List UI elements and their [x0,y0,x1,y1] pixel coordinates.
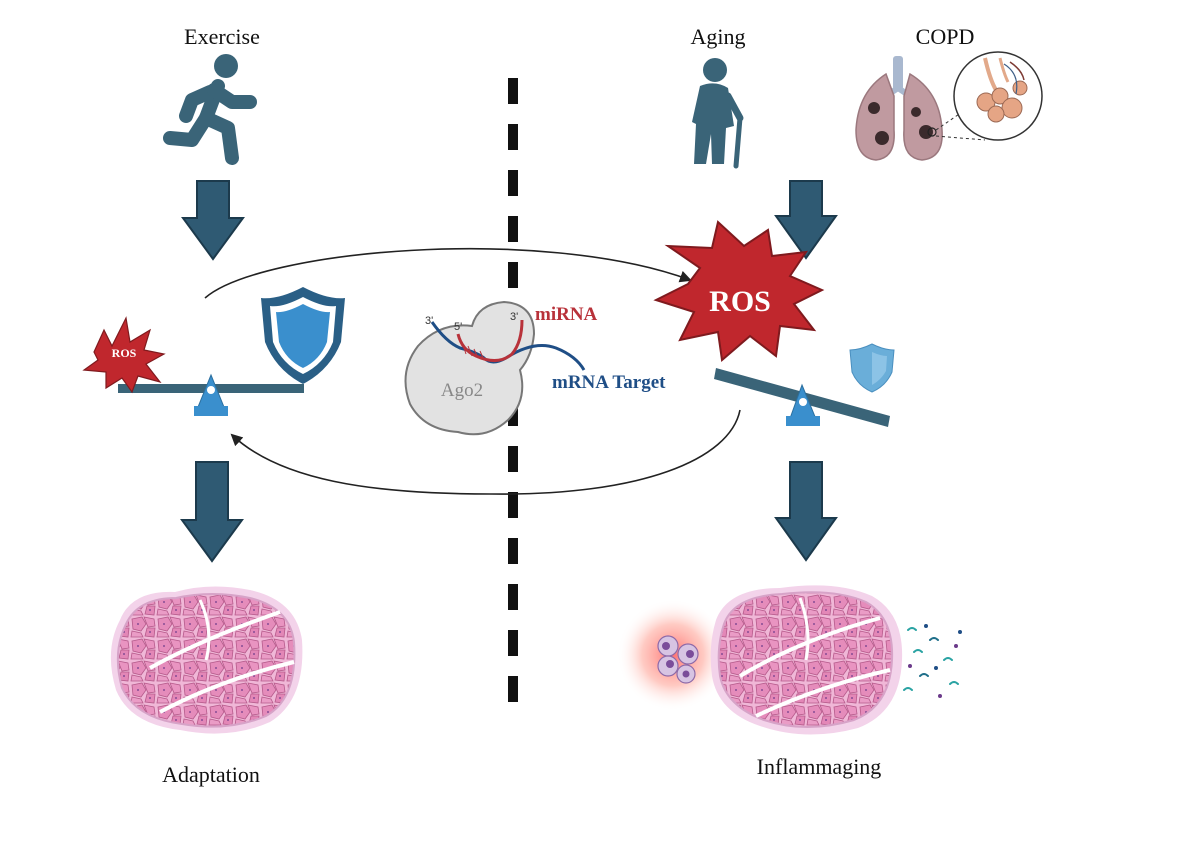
copd-lungs-icon [855,51,1043,161]
cycle-arrow-bottom [230,409,741,495]
down-arrow-inflammaging [774,461,838,562]
mrna-3prime-label: 3' [425,315,433,327]
down-arrow-exercise [181,180,245,261]
adaptation-label: Adaptation [162,762,260,787]
ago2-label: Ago2 [441,380,483,401]
ago2-protein [404,300,536,436]
healthy-muscle-tissue [110,586,303,734]
mirna-strand [456,319,524,362]
running-person-icon [163,54,257,165]
cytokine-particles [903,624,962,698]
small-ros-burst: ROS [82,316,166,394]
inflammaging-label: Inflammaging [757,754,882,779]
aging-label: Aging [691,24,746,49]
mrna-target-label: mRNA Target [552,372,666,393]
elderly-person-icon [692,58,744,169]
down-arrow-aging [774,180,838,260]
large-ros-burst: ROS [653,220,825,362]
large-ros-label: ROS [709,285,771,318]
small-shield-icon [849,343,895,393]
large-shield-icon [261,287,345,384]
right-balance-scale [714,368,890,427]
immune-cells [657,635,699,684]
left-balance-scale [118,373,304,416]
mirna-label: miRNA [535,304,598,325]
inflamed-muscle-tissue [617,585,962,735]
exercise-label: Exercise [184,24,260,49]
down-arrow-adaptation [180,461,244,563]
copd-label: COPD [916,24,975,49]
small-ros-label: ROS [112,346,137,360]
cycle-arrow-top [204,247,692,299]
mirna-5prime-label: 5' [454,321,462,333]
mirna-3prime-label: 3' [510,311,518,323]
base-pairing [461,341,485,361]
ago2-mirna-complex: Ago2 3' 5' 3' miRNA mRNA Target [404,300,666,436]
